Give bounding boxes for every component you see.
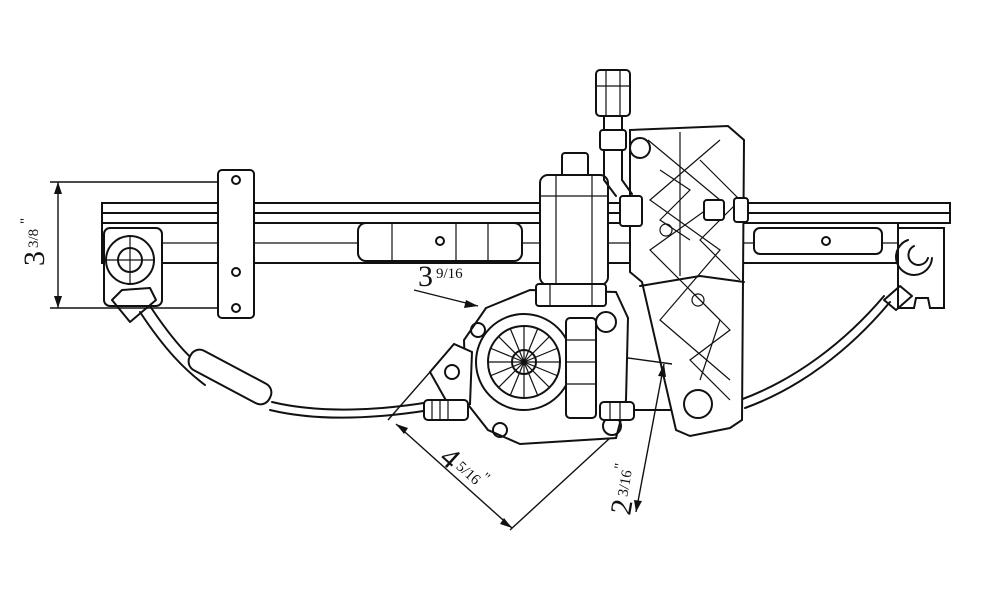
left-pulley: [103, 227, 163, 323]
dimension-height-left-unit: ": [18, 218, 34, 224]
gear-spokes: [488, 326, 560, 398]
motor-housing: [539, 152, 609, 286]
cable-left: [139, 305, 431, 419]
cable-fitting-left: [423, 399, 469, 421]
dimension-motor-offset-whole: 3: [418, 260, 433, 293]
dimension-motor-offset-fraction: 9/16: [436, 266, 463, 282]
left-mounting-bracket: [217, 169, 255, 319]
dimension-motor-offset-unit: ": [476, 258, 482, 274]
cable-right: [739, 295, 891, 409]
dimension-motor-height: 2 3/16 ": [604, 357, 673, 518]
dimension-motor-height-fraction: 3/16: [615, 468, 635, 498]
gearbox-mount-lug: [428, 342, 474, 405]
dimension-motor-height-unit: ": [612, 462, 629, 471]
lifter-plate: [619, 124, 749, 438]
rail-slot-left: [357, 222, 523, 262]
dimension-height-left-fraction: 3/8: [26, 229, 42, 248]
dimension-motor-height-whole: 2: [604, 497, 639, 518]
dimension-height-left-whole: 3: [18, 251, 51, 266]
dimension-height-left: 3 3/8 ": [18, 181, 218, 309]
rail-slot-right: [753, 227, 883, 255]
right-pulley: [883, 227, 945, 311]
dimension-motor-offset: 3 9/16 ": [413, 258, 482, 308]
electrical-connector: [595, 69, 633, 197]
cable-fitting-right: [599, 401, 673, 421]
dimension-motor-width-fraction: 5/16: [453, 459, 484, 489]
